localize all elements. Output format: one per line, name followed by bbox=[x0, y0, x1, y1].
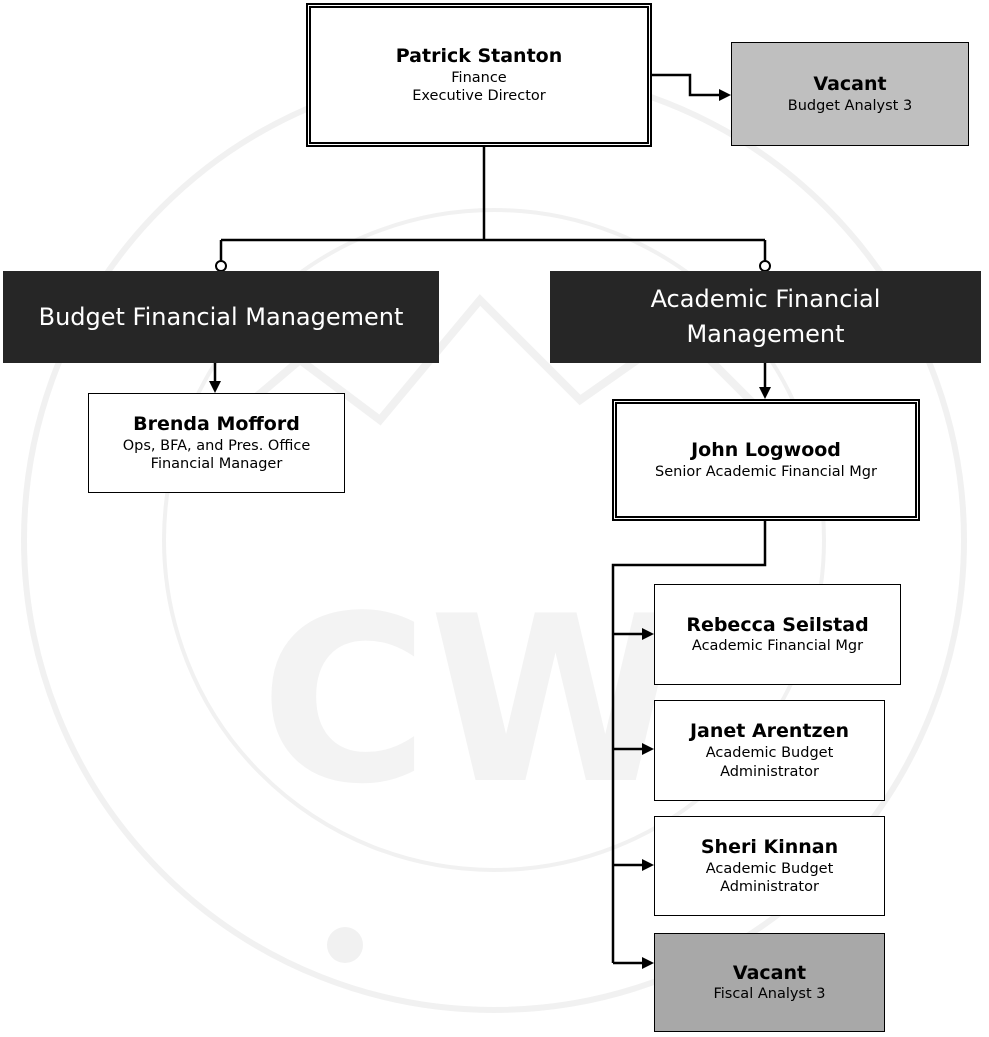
budget-analyst-name: Vacant bbox=[813, 73, 887, 96]
janet-arentzen-title-2: Administrator bbox=[720, 763, 819, 780]
rebecca-seilstad-title: Academic Financial Mgr bbox=[691, 638, 864, 655]
budget-financial-management-header: Budget Financial Management bbox=[3, 271, 439, 363]
rebecca-seilstad-box: Rebecca Seilstad Academic Financial Mgr bbox=[654, 584, 901, 685]
fiscal-analyst-name: Vacant bbox=[732, 961, 807, 984]
janet-arentzen-name: Janet Arentzen bbox=[689, 720, 850, 743]
sheri-kinnan-box: Sheri Kinnan Academic Budget Administrat… bbox=[654, 816, 885, 916]
sheri-kinnan-title-1: Academic Budget bbox=[705, 860, 834, 877]
janet-arentzen-title-1: Academic Budget bbox=[705, 745, 834, 761]
fiscal-analyst-title: Fiscal Analyst 3 bbox=[713, 986, 826, 1003]
fiscal-analyst-box: Vacant Fiscal Analyst 3 bbox=[654, 933, 885, 1032]
sheri-kinnan-title-2: Administrator bbox=[720, 879, 819, 896]
budget-analyst-box: Vacant Budget Analyst 3 bbox=[731, 42, 969, 146]
brenda-mofford-name: Brenda Mofford bbox=[133, 412, 300, 435]
brenda-mofford-box: Brenda Mofford Ops, BFA, and Pres. Offic… bbox=[88, 393, 345, 493]
sheri-kinnan-name: Sheri Kinnan bbox=[700, 835, 839, 858]
john-logwood-box: John Logwood Senior Academic Financial M… bbox=[612, 399, 920, 521]
john-logwood-name: John Logwood bbox=[691, 439, 841, 462]
executive-director-name: Patrick Stanton bbox=[395, 44, 563, 67]
budget-analyst-title: Budget Analyst 3 bbox=[787, 97, 913, 114]
brenda-mofford-title-1: Ops, BFA, and Pres. Office bbox=[122, 437, 311, 454]
brenda-mofford-title-2: Financial Manager bbox=[150, 456, 283, 473]
executive-director-title: Executive Director bbox=[412, 88, 546, 105]
executive-director-dept: Finance bbox=[451, 69, 507, 86]
janet-arentzen-box: Janet Arentzen Academic Budget Administr… bbox=[654, 700, 885, 801]
rebecca-seilstad-name: Rebecca Seilstad bbox=[686, 613, 869, 636]
john-logwood-title: Senior Academic Financial Mgr bbox=[655, 463, 877, 480]
executive-director-box: Patrick Stanton Finance Executive Direct… bbox=[306, 3, 652, 147]
budget-financial-management-label: Budget Financial Management bbox=[38, 302, 404, 331]
academic-financial-management-label: Academic Financial Management bbox=[650, 285, 881, 348]
academic-financial-management-header: Academic Financial Management bbox=[550, 271, 981, 363]
